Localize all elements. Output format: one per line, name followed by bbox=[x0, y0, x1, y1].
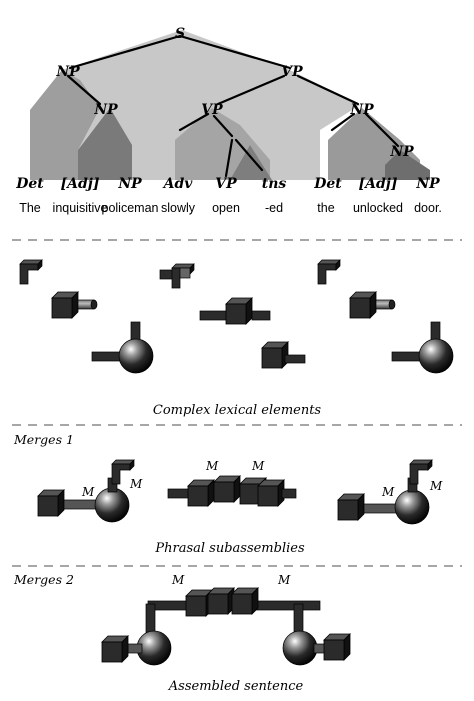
leaf-cat-tns: tns bbox=[262, 176, 287, 192]
leaf-cat-np: NP bbox=[117, 176, 142, 192]
node-s: S bbox=[175, 26, 185, 42]
node-np-inner: NP bbox=[93, 102, 118, 118]
lex-noun-cube-peg-2 bbox=[349, 291, 396, 319]
tree-region-vp-tense bbox=[230, 145, 272, 180]
node-vp-main: VP bbox=[281, 64, 303, 80]
merge-marker-1e: M bbox=[381, 485, 395, 499]
lex-verb-cube-bars bbox=[199, 297, 271, 325]
phrase-object-assembly bbox=[337, 459, 433, 525]
word-ed: -ed bbox=[265, 201, 283, 215]
phrase-subject-assembly bbox=[37, 459, 135, 523]
assembled-sentence-structure bbox=[101, 587, 351, 666]
caption-phrasal: Phrasal subassemblies bbox=[154, 541, 305, 556]
lex-adj-sphere-1 bbox=[91, 321, 154, 374]
tree-region-np-inner bbox=[78, 108, 132, 180]
phrase-verb-assembly bbox=[167, 475, 297, 507]
leaf-cat-adj: [Adj] bbox=[61, 176, 100, 192]
label-merges-2: Merges 2 bbox=[13, 572, 74, 587]
merges-1: Merges 1 M M M M M bbox=[13, 432, 443, 556]
merge-marker-1d: M bbox=[251, 459, 265, 473]
node-np-object-inner: NP bbox=[389, 144, 414, 160]
lex-adv-cube-bar bbox=[261, 341, 306, 369]
node-vp-inner: VP bbox=[201, 102, 223, 118]
word-the-2: the bbox=[317, 201, 334, 215]
lex-det-lpiece-2 bbox=[317, 259, 341, 285]
leaf-cat-np-2: NP bbox=[415, 176, 440, 192]
merge-marker-1b: M bbox=[129, 477, 143, 491]
syntax-tree: S NP NP VP VP NP NP Det [Adj] NP Adv VP … bbox=[15, 26, 442, 215]
leaf-cat-adv: Adv bbox=[162, 176, 194, 192]
word-policeman: policeman bbox=[102, 201, 159, 215]
lex-noun-cube-peg-1 bbox=[51, 291, 98, 319]
word-the: The bbox=[19, 201, 41, 215]
lex-tense-lpiece bbox=[159, 263, 195, 289]
lex-adj-sphere-2 bbox=[391, 321, 454, 374]
word-open: open bbox=[212, 201, 240, 215]
tree-region-np-object-inner bbox=[385, 150, 430, 180]
leaf-cat-vp: VP bbox=[215, 176, 237, 192]
merge-marker-2b: M bbox=[277, 573, 291, 587]
caption-assembled: Assembled sentence bbox=[168, 679, 304, 694]
merge-marker-1f: M bbox=[429, 479, 443, 493]
merges-2: Merges 2 M M Assembled sentence bbox=[13, 572, 351, 694]
lexical-elements: Complex lexical elements bbox=[19, 259, 454, 418]
node-np-object: NP bbox=[349, 102, 374, 118]
node-np-subject: NP bbox=[55, 64, 80, 80]
merge-marker-1a: M bbox=[81, 485, 95, 499]
lex-det-lpiece-1 bbox=[19, 259, 43, 285]
label-merges-1: Merges 1 bbox=[13, 432, 74, 447]
word-unlocked: unlocked bbox=[353, 201, 403, 215]
merge-marker-2a: M bbox=[171, 573, 185, 587]
caption-lexical: Complex lexical elements bbox=[153, 403, 322, 418]
word-door: door. bbox=[414, 201, 442, 215]
leaf-cat-adj-2: [Adj] bbox=[359, 176, 398, 192]
merge-marker-1c: M bbox=[205, 459, 219, 473]
word-inquisitive: inquisitive bbox=[53, 201, 108, 215]
leaf-cat-det-2: Det bbox=[313, 176, 342, 192]
leaf-cat-det: Det bbox=[15, 176, 44, 192]
word-slowly: slowly bbox=[161, 201, 196, 215]
tree-region-np-subject bbox=[30, 70, 100, 180]
